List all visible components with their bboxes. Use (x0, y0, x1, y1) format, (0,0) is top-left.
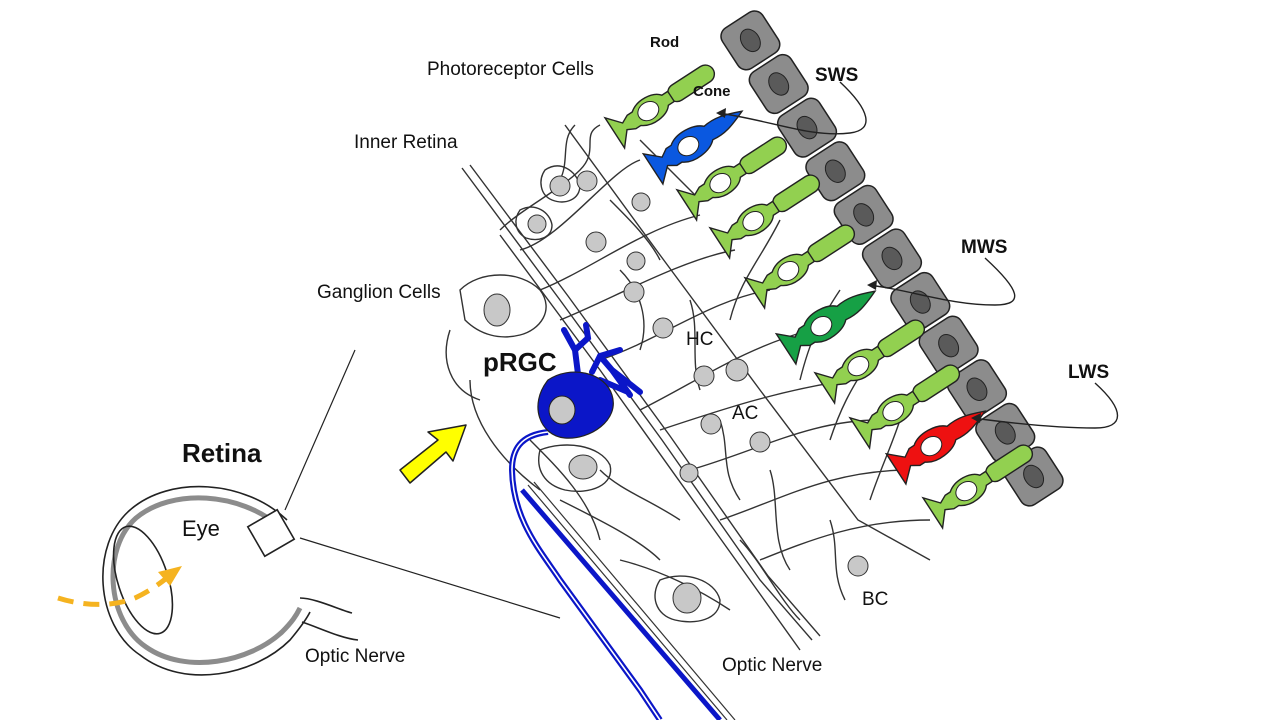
eye-illustration (102, 349, 561, 676)
mws-pointer (867, 257, 1016, 306)
optic-nerve-retina-label: Optic Nerve (722, 655, 822, 676)
inner-retina-label: Inner Retina (354, 132, 458, 153)
rod-label: Rod (650, 34, 679, 51)
prgc-cell (508, 322, 736, 720)
mws-label: MWS (961, 237, 1007, 258)
bc-label: BC (862, 589, 888, 610)
sws-pointer (716, 81, 867, 135)
lws-label: LWS (1068, 362, 1109, 383)
photoreceptor-cells-label: Photoreceptor Cells (427, 59, 594, 80)
hc-label: HC (686, 329, 713, 350)
eye-label: Eye (182, 516, 220, 541)
light-direction-arrow (399, 424, 467, 484)
ac-label: AC (732, 403, 758, 424)
lws-pointer (971, 382, 1119, 429)
pigment-epithelium (720, 10, 1064, 507)
ganglion-cells-label: Ganglion Cells (317, 282, 441, 303)
optic-nerve-eye-label: Optic Nerve (305, 646, 405, 667)
eye-light-path-arrow (57, 566, 182, 607)
retina-title: Retina (182, 438, 262, 468)
inner-cell-nuclei (483, 170, 869, 614)
cone-label: Cone (693, 83, 731, 100)
sws-label: SWS (815, 65, 858, 86)
prgc-label: pRGC (483, 347, 557, 377)
